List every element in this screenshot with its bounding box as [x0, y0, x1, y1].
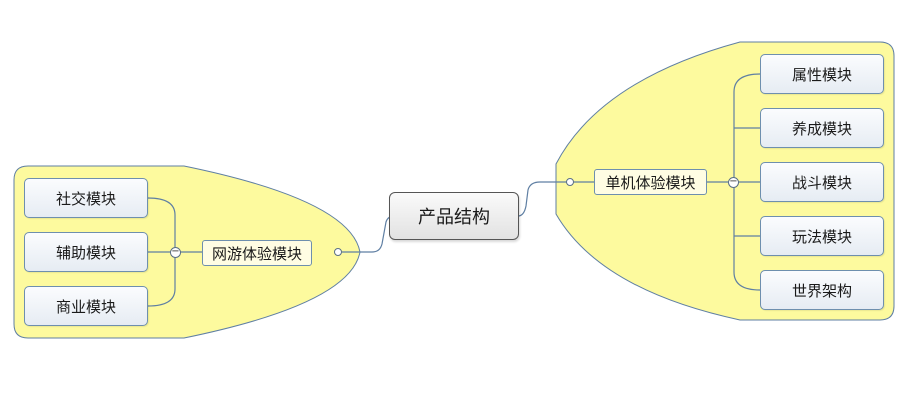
leaf-left-1-label: 社交模块 [55, 189, 116, 208]
leaf-right-3[interactable]: 战斗模块 [760, 162, 884, 202]
leaf-left-1[interactable]: 社交模块 [24, 178, 148, 218]
branch-right-label: 单机体验模块 [605, 173, 696, 192]
leaf-right-4[interactable]: 玩法模块 [760, 216, 884, 256]
collapse-dot-right[interactable] [566, 178, 574, 186]
leaf-right-2[interactable]: 养成模块 [760, 108, 884, 148]
leaf-left-3[interactable]: 商业模块 [24, 286, 148, 326]
leaf-left-3-label: 商业模块 [55, 297, 116, 316]
leaf-right-3-label: 战斗模块 [791, 173, 852, 192]
leaf-right-5[interactable]: 世界架构 [760, 270, 884, 310]
root-node[interactable]: 产品结构 [389, 192, 519, 240]
collapse-dot-left[interactable] [334, 248, 342, 256]
leaf-left-2-label: 辅助模块 [55, 243, 116, 262]
leaf-right-5-label: 世界架构 [791, 281, 852, 300]
branch-right-node[interactable]: 单机体验模块 [594, 169, 707, 195]
root-label: 产品结构 [418, 207, 490, 228]
branch-left-node[interactable]: 网游体验模块 [202, 240, 312, 266]
collapse-toggle-left[interactable]: − [170, 246, 181, 258]
leaf-right-2-label: 养成模块 [791, 119, 852, 138]
branch-left-label: 网游体验模块 [211, 244, 302, 263]
leaf-left-2[interactable]: 辅助模块 [24, 232, 148, 272]
leaf-right-4-label: 玩法模块 [791, 227, 852, 246]
collapse-toggle-right[interactable]: − [728, 176, 739, 188]
leaf-right-1[interactable]: 属性模块 [760, 54, 884, 94]
connector-root-right [517, 181, 594, 217]
leaf-right-1-label: 属性模块 [791, 65, 852, 84]
